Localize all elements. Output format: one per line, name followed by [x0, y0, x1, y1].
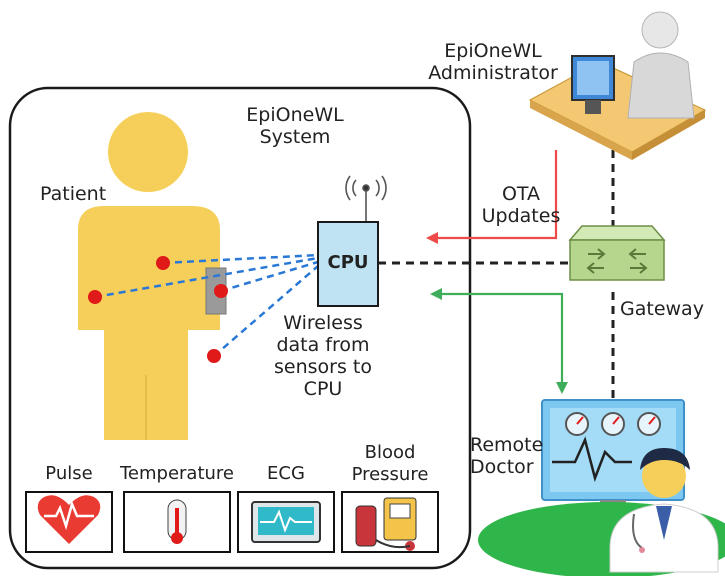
wireless-label: Wireless data from sensors to CPU [268, 312, 378, 400]
system-title: EpiOneWL System [240, 104, 350, 148]
doctor-monitor-icon [541, 399, 685, 512]
administrator-label-line2: Administrator [428, 62, 558, 84]
blood-pressure-label: Blood Pressure [342, 442, 438, 486]
blood-pressure-label-line1: Blood [364, 442, 416, 463]
ota-label: OTA Updates [476, 183, 566, 227]
wireless-label-line2: data from [276, 334, 370, 356]
doctor-label-line2: Doctor [470, 456, 534, 478]
gateway-label: Gateway [620, 298, 704, 320]
administrator-label-line1: EpiOneWL [444, 40, 542, 62]
doctor-data-arrow [430, 288, 568, 394]
patient-label: Patient [40, 183, 107, 205]
wireless-label-line4: CPU [303, 378, 343, 400]
wireless-label-line1: Wireless [283, 312, 363, 334]
administrator-label: EpiOneWL Administrator [418, 40, 568, 84]
doctor-label: Remote Doctor [470, 434, 543, 478]
sensor-dots [88, 256, 228, 363]
ota-arrow [426, 150, 558, 244]
patient-figure [78, 112, 220, 440]
antenna-icon [345, 175, 387, 222]
administrator-workstation-icon [528, 11, 707, 160]
gateway-device [568, 225, 666, 281]
system-title-line1: EpiOneWL [246, 104, 344, 126]
ecg-label: ECG [267, 463, 305, 484]
doctor-figure-icon [609, 448, 719, 573]
wireless-label-line3: sensors to [274, 356, 372, 378]
sensor-icons [25, 491, 439, 553]
ota-label-line2: Updates [481, 205, 561, 227]
pulse-label: Pulse [45, 463, 93, 484]
blood-pressure-label-line2: Pressure [351, 464, 429, 485]
system-boundary [8, 86, 472, 570]
cpu-label: CPU [327, 252, 369, 273]
cpu-box [317, 221, 379, 307]
wireless-links [94, 253, 319, 357]
bp-cuff-icon [355, 505, 377, 547]
temperature-label: Temperature [119, 463, 235, 484]
doctor-label-line1: Remote [470, 434, 544, 456]
ota-label-line1: OTA [501, 183, 541, 205]
system-title-line2: System [259, 126, 331, 148]
